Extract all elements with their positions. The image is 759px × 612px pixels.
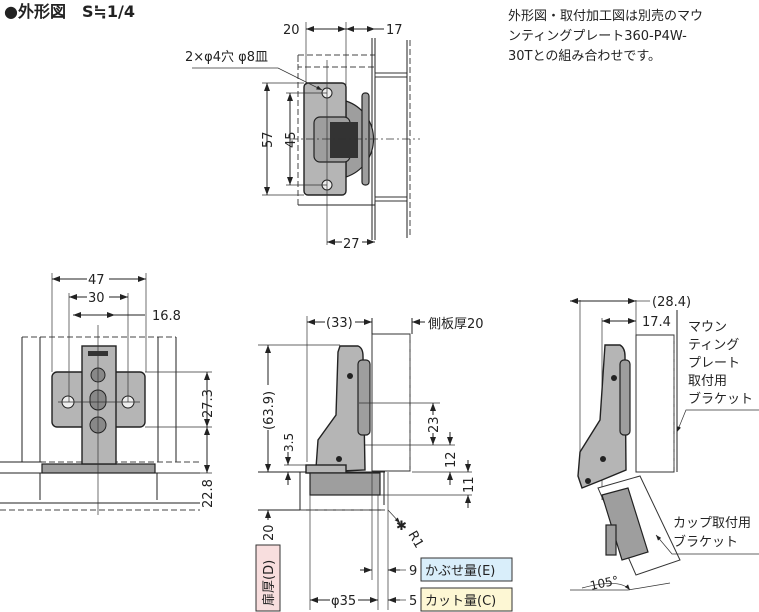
mounting-bracket-label: マウン ティング プレート 取付用 ブラケット <box>688 320 753 407</box>
note-line: 30Tとの組み合わせです。 <box>508 49 661 64</box>
door-thickness-label: 扉厚(D) <box>261 560 277 606</box>
dim-17-4: 17.4 <box>642 315 671 330</box>
dim-30: 30 <box>88 291 105 306</box>
dim-12: 12 <box>444 451 459 468</box>
overlay-label: かぶせ量(E) <box>425 564 495 579</box>
label-line: カップ取付用 <box>673 516 751 531</box>
door-thickness-box <box>255 544 281 612</box>
dim-r1: R1 <box>405 529 427 551</box>
dim-20: 20 <box>283 23 300 38</box>
dim-33: (33) <box>326 316 353 331</box>
dim-47: 47 <box>88 273 105 288</box>
top-view: 20 17 2×φ4穴 φ8皿 57 45 27 <box>185 22 420 252</box>
dim-27: 27 <box>343 237 360 252</box>
dim-20-door: 20 <box>262 524 277 541</box>
dim-45: 45 <box>284 131 299 148</box>
label-line: ブラケット <box>673 534 738 550</box>
label-line: マウン <box>688 320 727 335</box>
cup-bracket-label: カップ取付用 ブラケット <box>673 516 751 550</box>
note-line: 外形図・取付加工図は別売のマウ <box>508 8 703 24</box>
dim-27-3: 27.3 <box>201 389 216 418</box>
dim-22-8: 22.8 <box>201 479 216 508</box>
label-line: ブラケット <box>688 391 753 407</box>
side-panel-thickness: 側板厚20 <box>428 317 484 332</box>
cup-diameter: φ35 <box>331 594 356 609</box>
dim-57: 57 <box>261 131 276 148</box>
cut-box <box>420 587 513 612</box>
front-view: 47 30 16.8 27.3 22.8 <box>0 270 216 515</box>
star-icon: ✱ <box>396 519 407 534</box>
overlay-box <box>420 557 513 582</box>
drawing-title: ●外形図 S≒1/4 <box>4 2 135 21</box>
dim-9: 9 <box>409 564 417 579</box>
dim-5: 5 <box>409 594 417 609</box>
dim-3-5: 3.5 <box>282 433 296 452</box>
dim-16-8: 16.8 <box>152 309 181 324</box>
hole-label: 2×φ4穴 φ8皿 <box>185 50 268 65</box>
angle-105: 105° <box>589 573 620 593</box>
note-line: ンティングプレート360-P4W- <box>508 29 687 44</box>
dim-17: 17 <box>386 23 403 38</box>
label-line: プレート <box>688 356 740 371</box>
dim-11: 11 <box>462 476 477 493</box>
side-view: (33) 側板厚20 (63.9) 3.5 23 12 11 20 扉厚(D) … <box>255 313 513 612</box>
dim-28-4: (28.4) <box>652 295 691 310</box>
open-view: (28.4) 17.4 マウン ティング プレート 取付用 ブラケット カップ取… <box>570 295 759 593</box>
label-line: 取付用 <box>688 374 727 389</box>
dim-23: 23 <box>427 416 442 433</box>
note-text: 外形図・取付加工図は別売のマウ ンティングプレート360-P4W- 30Tとの組… <box>508 8 703 64</box>
cut-label: カット量(C) <box>425 594 496 609</box>
label-line: ティング <box>688 338 739 353</box>
dim-63-9: (63.9) <box>262 391 277 430</box>
